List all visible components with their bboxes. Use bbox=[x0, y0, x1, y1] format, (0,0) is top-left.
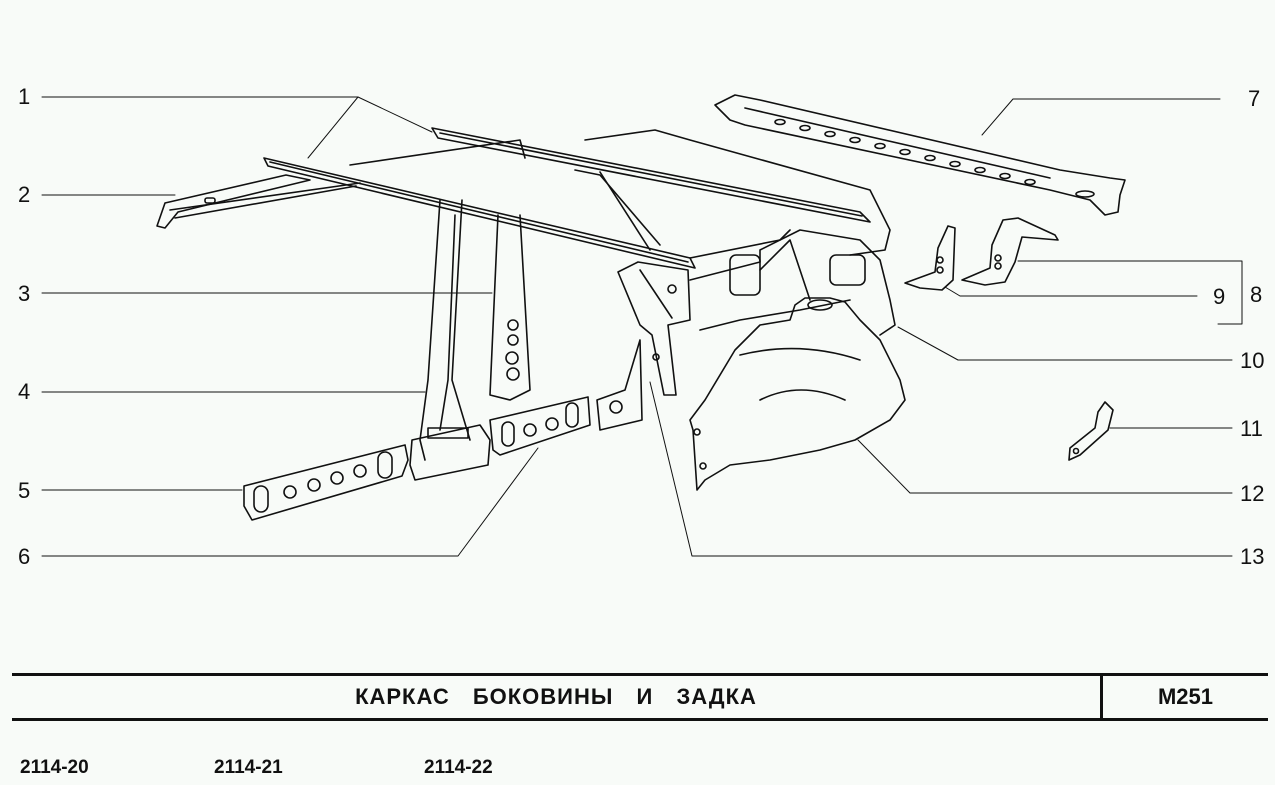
diagram-title: КАРКАС БОКОВИНЫ И ЗАДКА bbox=[355, 684, 757, 709]
callout-1: 1 bbox=[18, 84, 31, 109]
callout-10: 10 bbox=[1240, 348, 1265, 373]
title-divider bbox=[1100, 676, 1103, 718]
rail-holes bbox=[774, 118, 1095, 198]
part-2-front-rail bbox=[156, 174, 361, 229]
part-13-bracket bbox=[617, 261, 691, 396]
callout-7: 7 bbox=[1248, 86, 1261, 111]
part-10-inner-panel bbox=[689, 229, 896, 336]
model-number: 2114-20 bbox=[20, 757, 89, 778]
upper-frame bbox=[349, 129, 891, 259]
part-8-bracket bbox=[961, 217, 1059, 286]
callout-6: 6 bbox=[18, 544, 31, 569]
part-7-rear-rail bbox=[714, 94, 1126, 216]
part-11-bracket bbox=[1068, 401, 1114, 461]
part-9-bracket bbox=[904, 225, 956, 291]
callout-12: 12 bbox=[1240, 481, 1265, 506]
part-1-roof-rail bbox=[263, 127, 871, 269]
part-12-wheel-arch bbox=[689, 297, 906, 491]
callout-5: 5 bbox=[18, 478, 31, 503]
callout-9: 9 bbox=[1213, 284, 1226, 309]
callout-8: 8 bbox=[1250, 282, 1263, 307]
callout-2: 2 bbox=[18, 182, 31, 207]
callout-11: 11 bbox=[1240, 416, 1263, 441]
callout-4: 4 bbox=[18, 379, 31, 404]
part-5-sill-plate bbox=[243, 444, 409, 521]
part-3-4-pillars bbox=[409, 199, 531, 481]
callout-13: 13 bbox=[1240, 544, 1265, 569]
leader-lines bbox=[41, 96, 1243, 557]
title-block: КАРКАС БОКОВИНЫ И ЗАДКА M251 bbox=[12, 673, 1268, 721]
callout-3: 3 bbox=[18, 281, 31, 306]
model-number: 2114-22 bbox=[424, 757, 493, 778]
part-6-sill-plate bbox=[489, 339, 643, 456]
diagram-code: M251 bbox=[1157, 684, 1214, 709]
model-number: 2114-21 bbox=[214, 757, 283, 778]
